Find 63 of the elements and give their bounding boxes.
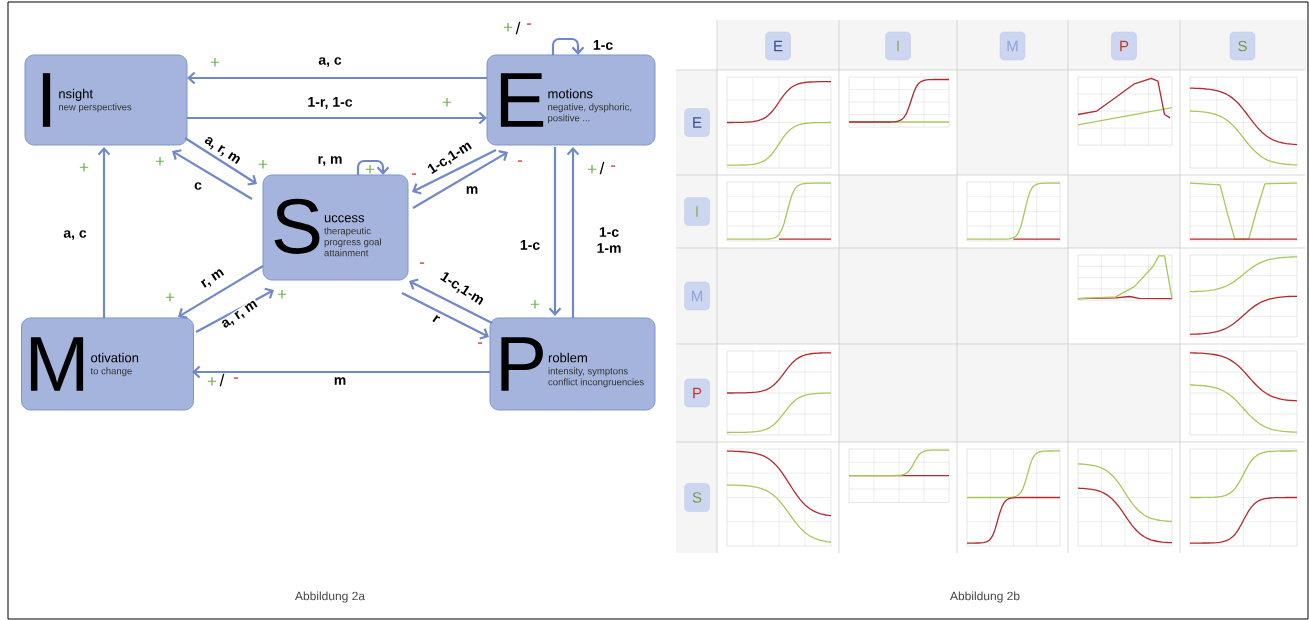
figure-caption: Abbildung 2b [950,591,1020,603]
edge-label: m [464,185,480,195]
header-badge: I [684,197,710,226]
polarity-sign: + [587,165,597,174]
arrow [187,71,487,85]
header-badge: P [684,378,710,408]
polarity-sign: + [530,300,540,309]
arrow [566,147,580,318]
arrow [412,149,497,195]
polarity-sign: / [219,373,225,387]
polarity-sign: + [277,290,287,299]
header-badge: E [765,31,791,61]
edge-label: a, c [62,229,88,241]
arrow [192,365,490,379]
header-badge: E [684,108,710,137]
arrow [178,265,264,319]
arrow [97,147,111,318]
edge-label: 1-r, 1-c [306,96,354,110]
polarity-sign: + [503,23,513,32]
arrow [551,37,585,55]
header-badge: M [999,31,1026,61]
arrow [184,137,257,186]
arrow [412,150,508,209]
arrow [401,292,489,340]
edge-label: c [193,181,203,191]
polarity-sign: + [79,163,89,172]
polarity-sign: - [233,377,239,379]
polarity-sign: + [207,377,217,386]
edge-label: m [332,376,348,386]
edge-label: a, c [317,56,343,68]
polarity-sign: - [526,23,532,25]
arrow [409,278,493,324]
edge-label: a, r, m [201,134,243,168]
header-badge: I [885,31,911,61]
edge-label: r, m [316,155,344,167]
polarity-sign: + [258,160,268,169]
edge-label: r [430,312,442,326]
arrow [172,149,253,200]
header-badge: P [1111,31,1137,61]
figure-caption: Abbildung 2a [295,591,365,603]
polarity-sign: + [165,293,175,302]
polarity-sign: + [442,98,452,107]
polarity-sign: / [515,21,521,35]
header-badge: S [1229,31,1256,61]
polarity-sign: - [517,160,523,162]
polarity-sign: - [411,173,417,175]
polarity-sign: + [210,58,220,67]
edge-label: 1-c [591,39,615,51]
polarity-sign: - [610,165,616,167]
arrow [195,287,274,333]
edge-label: 1-c [518,239,542,251]
header-badge: S [684,483,710,512]
header-badge: M [684,281,710,311]
arrow [548,147,562,316]
polarity-sign: + [365,165,375,174]
edge-label: a, r, m [219,298,261,332]
polarity-sign: / [599,161,605,175]
arrow [187,111,487,125]
edge-label: 1-c 1-m [593,226,625,254]
arrow [356,159,390,175]
edge-label: r, m [198,266,228,292]
polarity-sign: - [477,342,483,344]
polarity-sign: + [155,157,165,166]
